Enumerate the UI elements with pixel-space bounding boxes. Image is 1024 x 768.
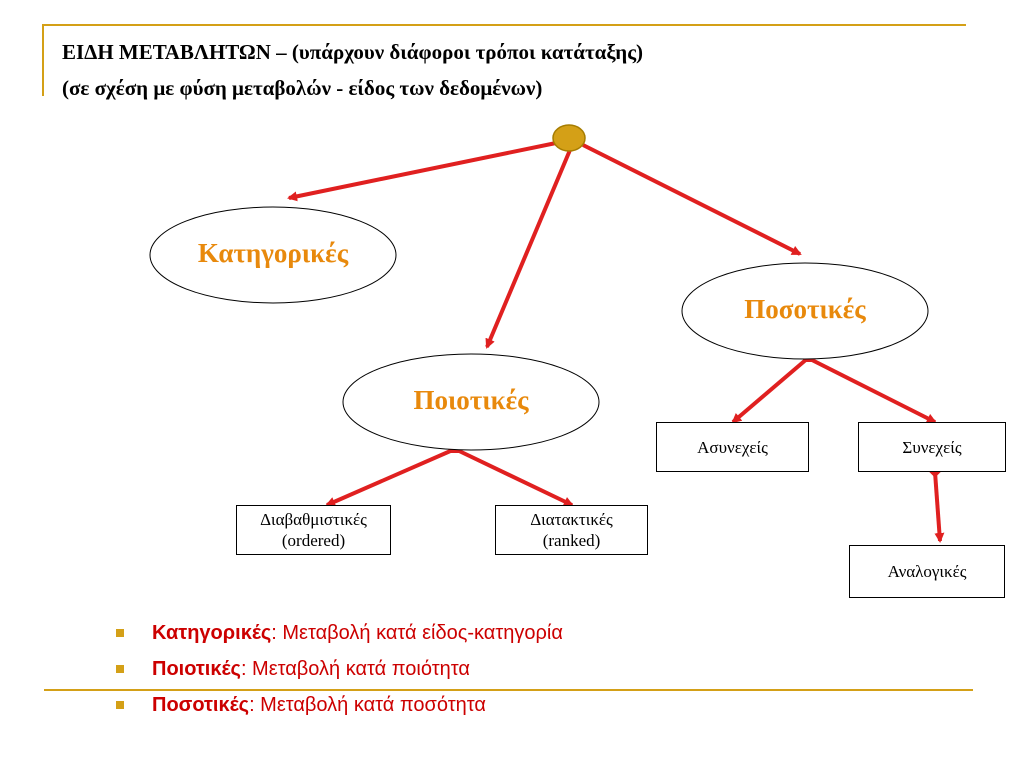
- analog-label: Αναλογικές: [887, 562, 967, 581]
- edge-continuous-analog: [933, 471, 945, 543]
- list-item: Ποιοτικές: Μεταβολή κατά ποιότητα: [116, 656, 563, 692]
- slide-title-line2: (σε σχέση με φύση μεταβολών - είδος των …: [62, 76, 543, 100]
- list-item: Κατηγορικές: Μεταβολή κατά είδος-κατηγορ…: [116, 620, 563, 656]
- bullet-term: Ποσοτικές: [152, 694, 250, 716]
- bullet-square-icon: [116, 665, 124, 673]
- edge-qualitative-ranked: [454, 447, 574, 507]
- ranked-box: Διατακτικές (ranked): [495, 505, 648, 555]
- discrete-box: Ασυνεχείς: [656, 422, 809, 472]
- continuous-box: Συνεχείς: [858, 422, 1006, 472]
- bullet-square-icon: [116, 629, 124, 637]
- bullet-square-icon: [116, 701, 124, 709]
- bullet-desc: : Μεταβολή κατά ποιότητα: [240, 658, 470, 680]
- edge-qualitative-ordered: [325, 447, 456, 507]
- edge-root-categorical: [287, 141, 557, 202]
- continuous-label: Συνεχείς: [902, 437, 962, 457]
- ordered-sublabel: (ordered): [281, 531, 346, 550]
- bullet-desc: : Μεταβολή κατά είδος-κατηγορία: [271, 622, 563, 644]
- edge-quantitative-discrete: [731, 356, 810, 424]
- root-node: [552, 124, 586, 152]
- categorical-node: [149, 206, 397, 304]
- bullet-desc: : Μεταβολή κατά ποσότητα: [249, 694, 486, 716]
- quantitative-node: [681, 262, 929, 360]
- edge-quantitative-continuous: [807, 356, 937, 424]
- list-item: Ποσοτικές: Μεταβολή κατά ποσότητα: [116, 692, 563, 728]
- edge-root-quantitative: [582, 143, 802, 256]
- slide-title-line1: ΕΙΔΗ ΜΕΤΑΒΛΗΤΩΝ – (υπάρχουν διάφοροι τρό…: [62, 40, 644, 64]
- categorical-label: Κατηγορικές: [197, 238, 349, 268]
- qualitative-node: [342, 353, 600, 451]
- definitions-list: Κατηγορικές: Μεταβολή κατά είδος-κατηγορ…: [116, 620, 563, 728]
- edge-root-qualitative: [485, 149, 572, 349]
- discrete-label: Ασυνεχείς: [697, 437, 768, 457]
- bottom-rule: [44, 689, 973, 691]
- ordered-label: Διαβαθμιστικές: [260, 510, 367, 529]
- ordered-box: Διαβαθμιστικές (ordered): [236, 505, 391, 555]
- top-rule: [42, 24, 966, 26]
- bullet-term: Κατηγορικές: [152, 622, 272, 644]
- ranked-sublabel: (ranked): [542, 531, 601, 550]
- quantitative-label: Ποσοτικές: [744, 294, 866, 324]
- qualitative-label: Ποιοτικές: [413, 385, 529, 415]
- ranked-label: Διατακτικές: [530, 510, 613, 529]
- analog-box: Αναλογικές: [849, 545, 1005, 598]
- left-rule: [42, 24, 44, 96]
- bullet-term: Ποιοτικές: [152, 658, 241, 680]
